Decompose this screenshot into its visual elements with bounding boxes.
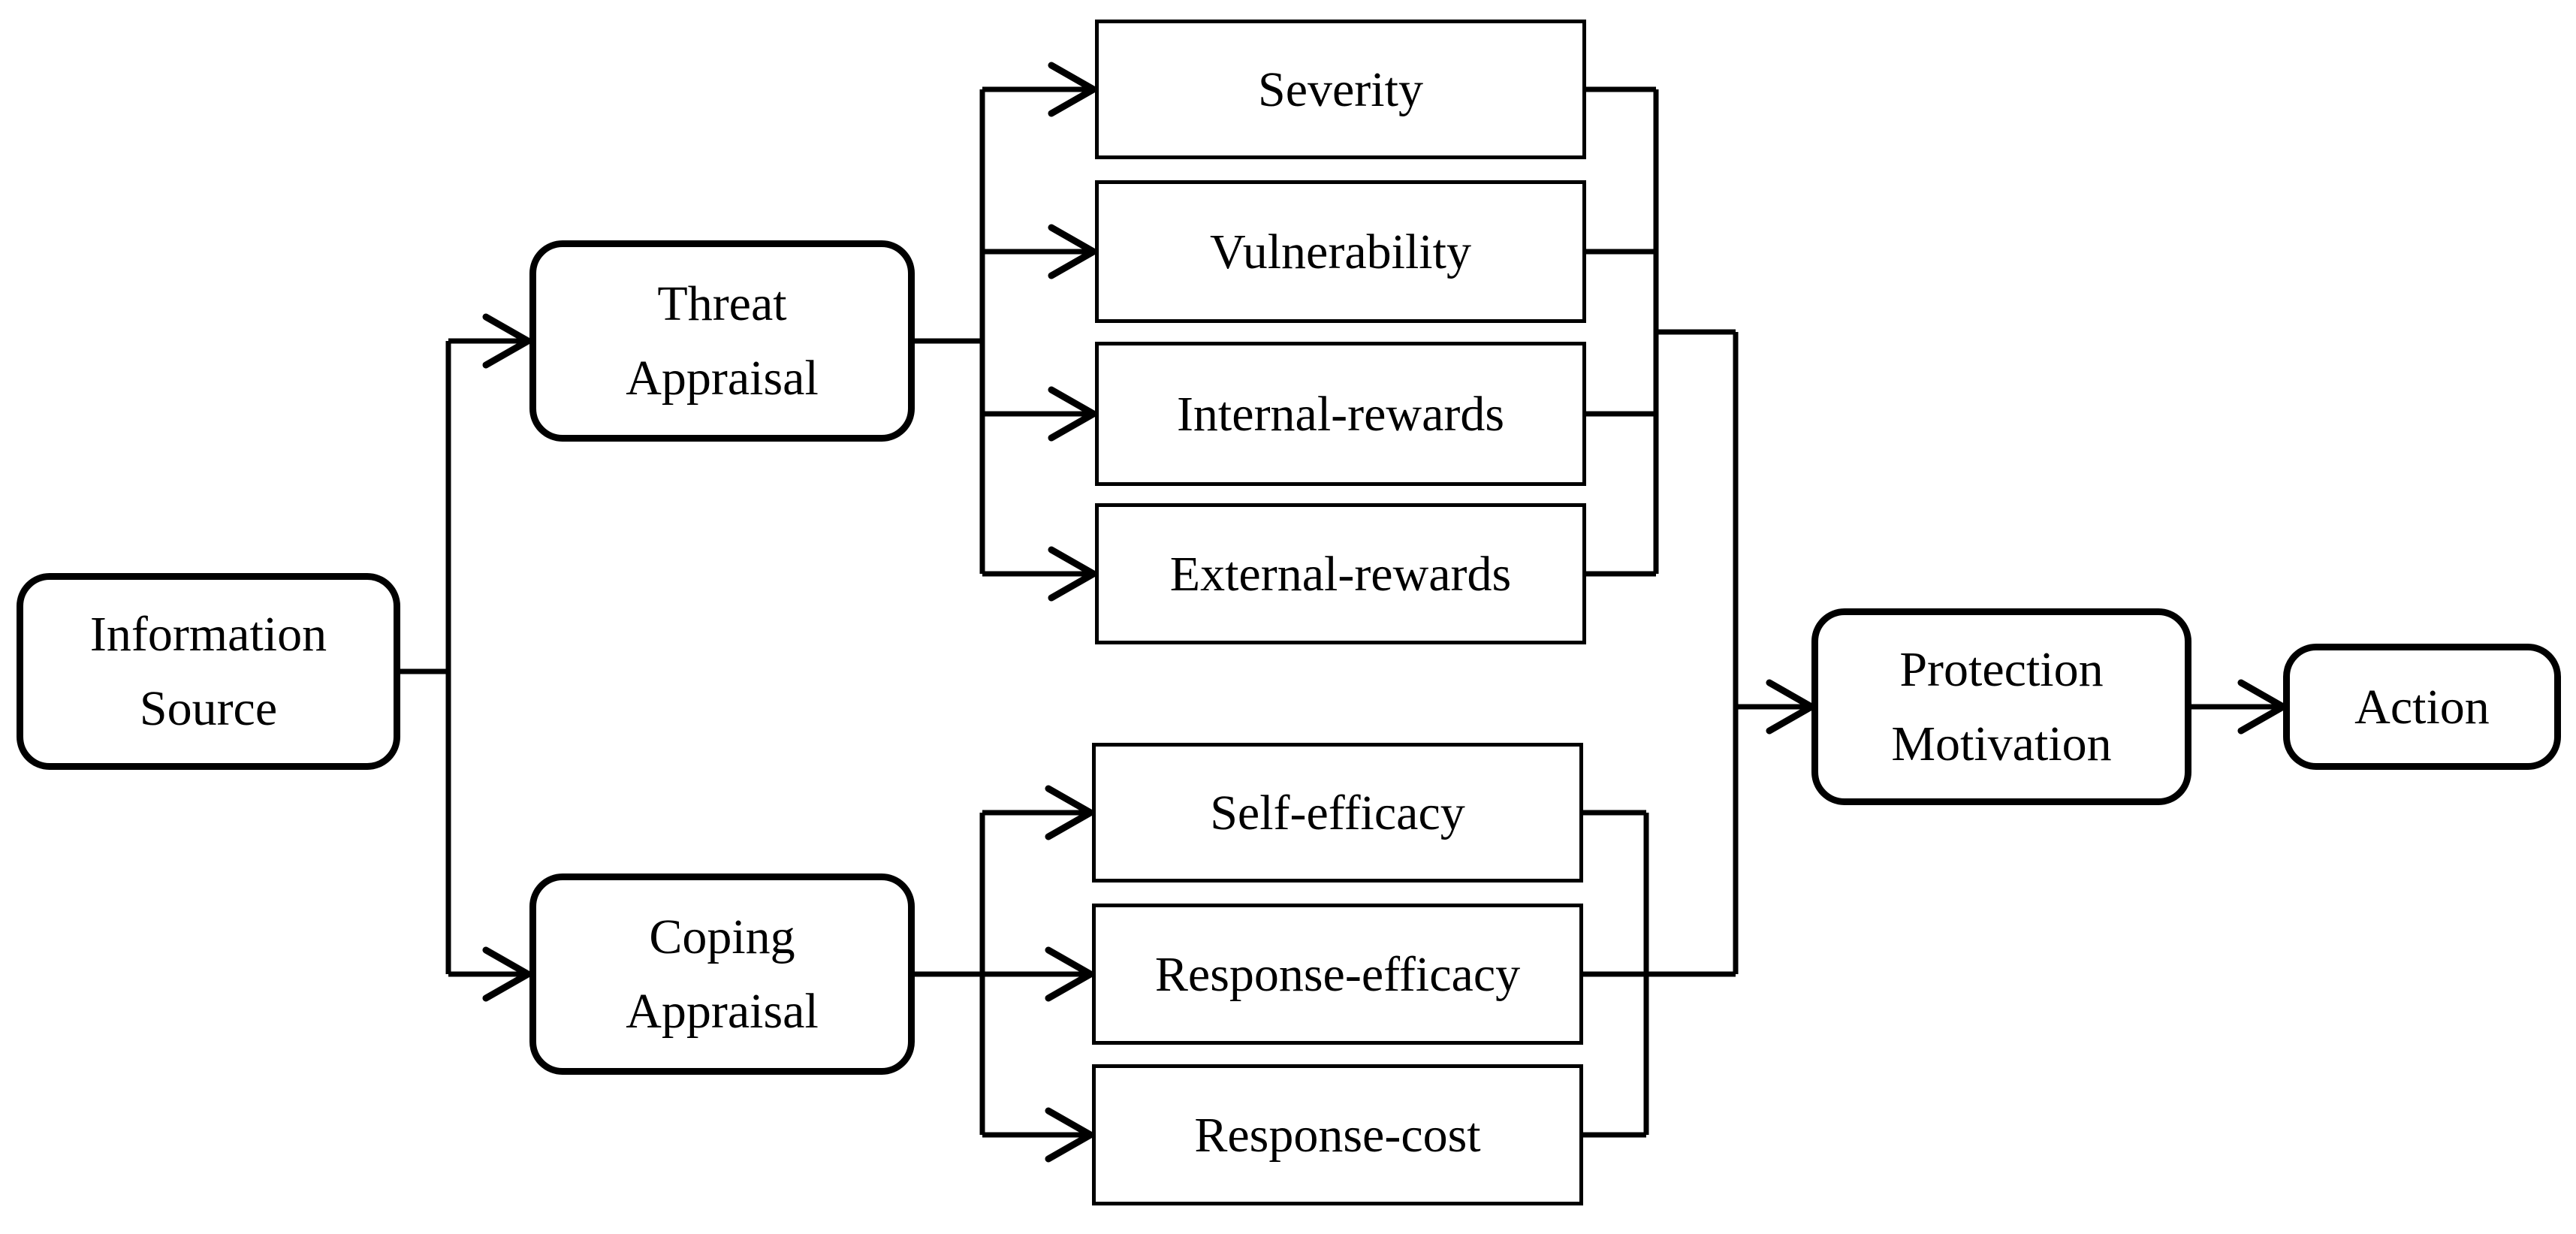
edge-group-coping-distributor [915,785,1098,1163]
node-severity: Severity [1095,20,1586,159]
edge-information-source-to-threat-appraisal [448,313,535,369]
arrowhead-into-severity [1048,62,1101,117]
node-response-cost-label: Response-cost [1194,1107,1481,1163]
node-vulnerability-label: Vulnerability [1210,224,1471,279]
node-self-efficacy: Self-efficacy [1092,743,1583,883]
node-internal-rewards-label: Internal-rewards [1176,386,1505,442]
edge-group-threat-distributor [915,62,1101,602]
edge-group-merge-to-protection-motivation [1733,332,1819,974]
node-external-rewards: External-rewards [1095,503,1586,644]
arrowhead-into-coping-appraisal [482,946,535,1002]
node-external-rewards-label: External-rewards [1169,546,1512,602]
node-coping-appraisal-label: Coping Appraisal [626,910,819,1039]
node-severity-label: Severity [1258,62,1423,117]
arrowhead-into-internal-rewards [1048,386,1101,442]
node-protection-motivation-label: Protection Motivation [1891,642,2112,771]
arrowhead-into-vulnerability [1048,224,1101,279]
arrowhead-into-threat-appraisal [482,313,535,369]
node-internal-rewards: Internal-rewards [1095,342,1586,486]
node-response-efficacy: Response-efficacy [1092,904,1583,1045]
arrowhead-into-self-efficacy [1045,785,1098,840]
node-protection-motivation: Protection Motivation [1811,608,2191,805]
edge-information-source-to-coping-appraisal [448,946,535,1002]
node-threat-appraisal: Threat Appraisal [529,240,915,442]
node-information-source-label: Information Source [89,607,327,736]
arrowhead-into-response-cost [1045,1107,1098,1163]
arrowhead-into-external-rewards [1048,546,1101,602]
edge-group-threat-collector [1586,86,1736,577]
node-coping-appraisal: Coping Appraisal [529,873,915,1075]
edge-protection-motivation-to-action [2191,679,2291,735]
node-vulnerability: Vulnerability [1095,180,1586,323]
arrowhead-into-response-efficacy [1045,946,1098,1002]
edge-group-information-source-split [400,341,451,974]
node-self-efficacy-label: Self-efficacy [1210,785,1465,840]
node-information-source: Information Source [17,573,400,770]
node-action: Action [2283,644,2561,770]
node-threat-appraisal-label: Threat Appraisal [626,276,819,406]
edge-group-coping-collector [1583,810,1736,1138]
node-response-cost: Response-cost [1092,1064,1583,1205]
node-response-efficacy-label: Response-efficacy [1154,946,1521,1002]
node-action-label: Action [2354,679,2490,735]
